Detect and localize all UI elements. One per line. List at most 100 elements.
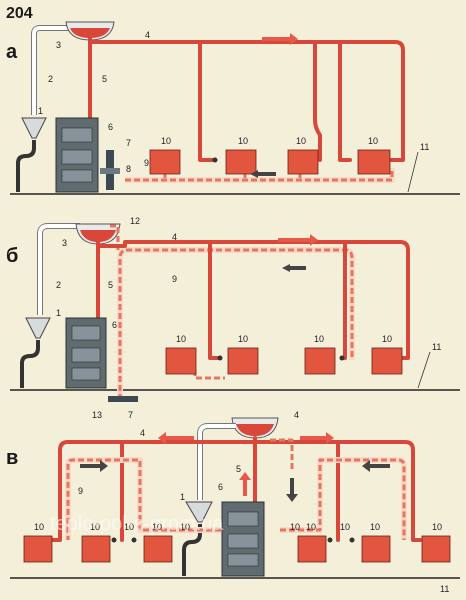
pump-body — [100, 168, 120, 174]
arrow-right-icon — [278, 234, 318, 246]
drain-pipe — [182, 524, 202, 576]
callout-8: 8 — [126, 164, 131, 174]
boiler-lower-door — [61, 169, 93, 183]
boiler-lower-door — [227, 553, 259, 567]
section-v-label: в — [6, 447, 18, 469]
callout-7: 7 — [126, 138, 131, 148]
radiator — [225, 149, 257, 175]
callout-9: 9 — [172, 274, 177, 284]
return-loop-outline — [117, 247, 355, 400]
expansion-tank-water — [236, 424, 274, 436]
radiator — [23, 535, 53, 563]
boiler-middle-door — [71, 347, 101, 363]
radiator-label: 10 — [34, 522, 44, 532]
section-b-label: б — [6, 245, 18, 267]
radiator-label: 10 — [432, 522, 442, 532]
supply-right — [253, 440, 422, 542]
callout-5: 5 — [236, 464, 241, 474]
callout-7: 7 — [128, 410, 133, 420]
callout-1: 1 — [56, 308, 61, 318]
supply-riser-1 — [198, 40, 217, 162]
valve-icon — [217, 355, 223, 361]
radiator — [371, 347, 403, 375]
callout-2: 2 — [56, 280, 61, 290]
supply-main — [96, 240, 410, 360]
funnel-icon — [185, 501, 213, 523]
section-v: в — [6, 410, 460, 594]
radiator — [304, 347, 336, 375]
arrow-right-icon — [262, 33, 298, 45]
funnel-icon — [25, 317, 51, 339]
radiator — [297, 535, 327, 563]
callout-4: 4 — [294, 410, 299, 420]
callout-1: 1 — [38, 106, 43, 116]
radiator — [149, 149, 181, 175]
radiator-label: 10 — [152, 522, 162, 532]
callout-9: 9 — [144, 158, 149, 168]
radiator-label: 10 — [124, 522, 134, 532]
radiator — [421, 535, 451, 563]
section-a: а — [6, 21, 460, 195]
radiator-label: 10 — [176, 334, 186, 344]
callout-3: 3 — [62, 238, 67, 248]
arrow-left-dashed-icon — [250, 170, 276, 178]
return-left — [66, 458, 230, 540]
return-stub — [193, 370, 225, 380]
supply-riser-3 — [338, 40, 352, 162]
radiator-label: 10 — [90, 522, 100, 532]
callout-4: 4 — [172, 232, 177, 242]
return-top — [270, 438, 294, 470]
drain-pipe — [20, 340, 40, 388]
radiator — [361, 535, 391, 563]
overflow-pipe-outline — [31, 25, 70, 115]
valve-icon — [349, 537, 355, 543]
section-b: б — [6, 216, 460, 420]
boiler-upper-door — [61, 127, 93, 143]
boiler-upper-door — [71, 325, 101, 341]
radiator — [81, 535, 111, 563]
arrow-down-dashed-icon — [286, 478, 298, 502]
radiator-label: 10 — [161, 136, 171, 146]
return-loop — [118, 248, 354, 400]
valve-icon — [327, 537, 333, 543]
overflow-pipe — [32, 26, 70, 115]
callout-2: 2 — [48, 74, 53, 84]
boiler-middle-door — [61, 149, 93, 165]
radiator-label: 10 — [314, 334, 324, 344]
radiator-label: 10 — [370, 522, 380, 532]
callout-11: 11 — [432, 342, 441, 352]
radiator-label: 10 — [290, 522, 300, 532]
arrow-left-icon — [158, 432, 194, 444]
valve-icon — [111, 537, 117, 543]
radiator-label: 10 — [180, 522, 190, 532]
leader-line — [407, 151, 419, 193]
drain-pipe — [16, 140, 36, 192]
radiator-label: 10 — [306, 522, 316, 532]
arrow-right-icon — [300, 432, 334, 444]
callout-4: 4 — [145, 30, 150, 40]
boiler-upper-door — [227, 511, 259, 527]
leader-line — [417, 351, 431, 389]
supply-riser-2 — [313, 40, 322, 162]
overflow-pipe-outline — [37, 223, 80, 315]
arrow-right-dashed-icon — [80, 460, 108, 472]
overflow-pipe — [198, 424, 236, 500]
overflow-pipe — [38, 224, 80, 315]
callout-11: 11 — [420, 142, 429, 152]
funnel-icon — [21, 117, 47, 139]
callout-6: 6 — [108, 122, 113, 132]
supply-riser-1 — [208, 240, 222, 360]
return-main — [125, 168, 394, 182]
valve-icon — [212, 157, 218, 163]
radiator — [287, 149, 319, 175]
arrow-left-dashed-icon — [282, 264, 306, 272]
boiler-middle-door — [227, 533, 259, 549]
pump — [108, 396, 138, 402]
callout-12: 12 — [130, 216, 140, 226]
callout-9: 9 — [78, 486, 83, 496]
callout-5: 5 — [102, 74, 107, 84]
radiator — [143, 535, 173, 563]
supply-main — [88, 40, 405, 162]
arrow-left-dashed-icon — [362, 460, 390, 472]
